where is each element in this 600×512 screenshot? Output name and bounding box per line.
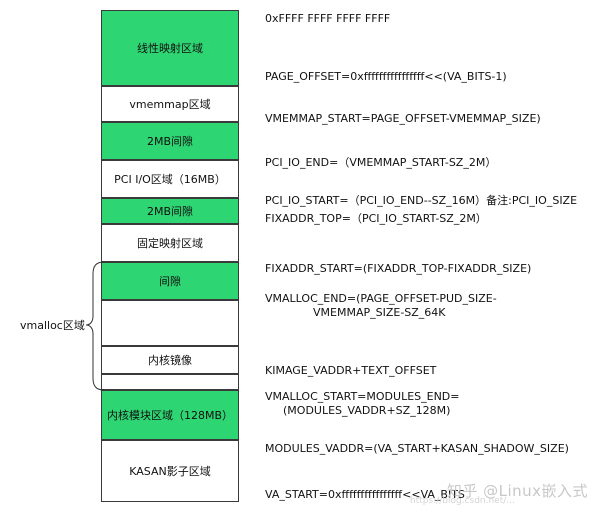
vmalloc-empty-region [101,300,239,346]
addr-label-fixaddr-start: FIXADDR_START=(FIXADDR_TOP-FIXADDR_SIZE) [265,262,531,276]
addr-label-pci-io-start: PCI_IO_START=（PCI_IO_END--SZ_16M）备注:PCI_… [265,194,577,208]
kernel-image-region: 内核镜像 [101,346,239,374]
block-label: 固定映射区域 [137,236,203,250]
gap-2mb-lower: 2MB间隙 [101,198,239,224]
block-label: 间隙 [159,274,181,288]
vmalloc-lower-region [101,374,239,390]
block-label: vmemmap区域 [129,97,211,111]
label-text: (MODULES_VADDR+SZ_128M) [283,404,451,417]
watermark-url: https://blog.csdn.net/... [410,496,515,506]
pci-io-region: PCI I/O区域（16MB） [101,160,239,198]
addr-label-kimage-vaddr: KIMAGE_VADDR+TEXT_OFFSET [265,364,436,378]
addr-label-pci-io-end: PCI_IO_END=（VMEMMAP_START-SZ_2M） [265,156,496,170]
block-label: 2MB间隙 [146,204,194,218]
label-text: VMALLOC_END=(PAGE_OFFSET-PUD_SIZE- [265,292,497,305]
vmalloc-area-label: vmalloc区域 [20,319,85,332]
block-label: 内核镜像 [148,353,192,367]
addr-label-modules-vaddr: MODULES_VADDR=(VA_START+KASAN_SHADOW_SIZ… [265,442,569,456]
gap-region: 间隙 [101,262,239,300]
block-label: PCI I/O区域（16MB） [114,172,226,186]
vmalloc-brace [85,261,105,391]
block-label: 内核模块区域（128MB） [106,408,234,422]
label-text: VA_START=0xffffffffffffffff<<VA_BITS [265,488,465,501]
addr-label-vmalloc-end: VMALLOC_END=(PAGE_OFFSET-PUD_SIZE- VMEMM… [265,292,497,320]
label-text: FIXADDR_START=(FIXADDR_TOP-FIXADDR_SIZE) [265,262,532,275]
label-text: VMALLOC_START=MODULES_END= [265,390,460,403]
kernel-modules-region: 内核模块区域（128MB） [101,390,239,440]
vmemmap-region: vmemmap区域 [101,86,239,122]
gap-2mb-upper: 2MB间隙 [101,122,239,160]
label-text: MODULES_VADDR=(VA_START+KASAN_SHADOW_SIZ… [265,442,569,455]
watermark: 知乎 @Linux嵌入式 [446,482,588,500]
fixmap-region: 固定映射区域 [101,224,239,262]
label-text: PCI_IO_END=（VMEMMAP_START-SZ_2M） [265,156,497,169]
block-label: 线性映射区域 [137,41,203,55]
block-label: 2MB间隙 [146,134,194,148]
linear-map-region: 线性映射区域 [101,10,239,86]
label-text: FIXADDR_TOP=（PCI_IO_START-SZ_2M） [265,212,487,225]
label-text: 0xFFFF FFFF FFFF FFFF [265,12,391,25]
label-text: PCI_IO_START=（PCI_IO_END--SZ_16M）备注:PCI_… [265,194,578,207]
label-text: VMEMMAP_SIZE-SZ_64K [313,306,446,319]
kasan-shadow-region: KASAN影子区域 [101,440,239,502]
label-text: PAGE_OFFSET=0xffffffffffffffff<<(VA_BITS… [265,70,507,83]
addr-label-top: 0xFFFF FFFF FFFF FFFF [265,12,390,26]
label-text: KIMAGE_VADDR+TEXT_OFFSET [265,364,437,377]
addr-label-fixaddr-top: FIXADDR_TOP=（PCI_IO_START-SZ_2M） [265,212,487,226]
addr-label-vmalloc-start: VMALLOC_START=MODULES_END= (MODULES_VADD… [265,390,460,418]
label-text: VMEMMAP_START=PAGE_OFFSET-VMEMMAP_SIZE) [265,112,541,125]
addr-label-vmemmap-start: VMEMMAP_START=PAGE_OFFSET-VMEMMAP_SIZE) [265,112,541,126]
addr-label-page-offset: PAGE_OFFSET=0xffffffffffffffff<<(VA_BITS… [265,70,507,84]
addr-label-va-start: VA_START=0xffffffffffffffff<<VA_BITS [265,488,465,502]
block-label: KASAN影子区域 [129,464,211,478]
